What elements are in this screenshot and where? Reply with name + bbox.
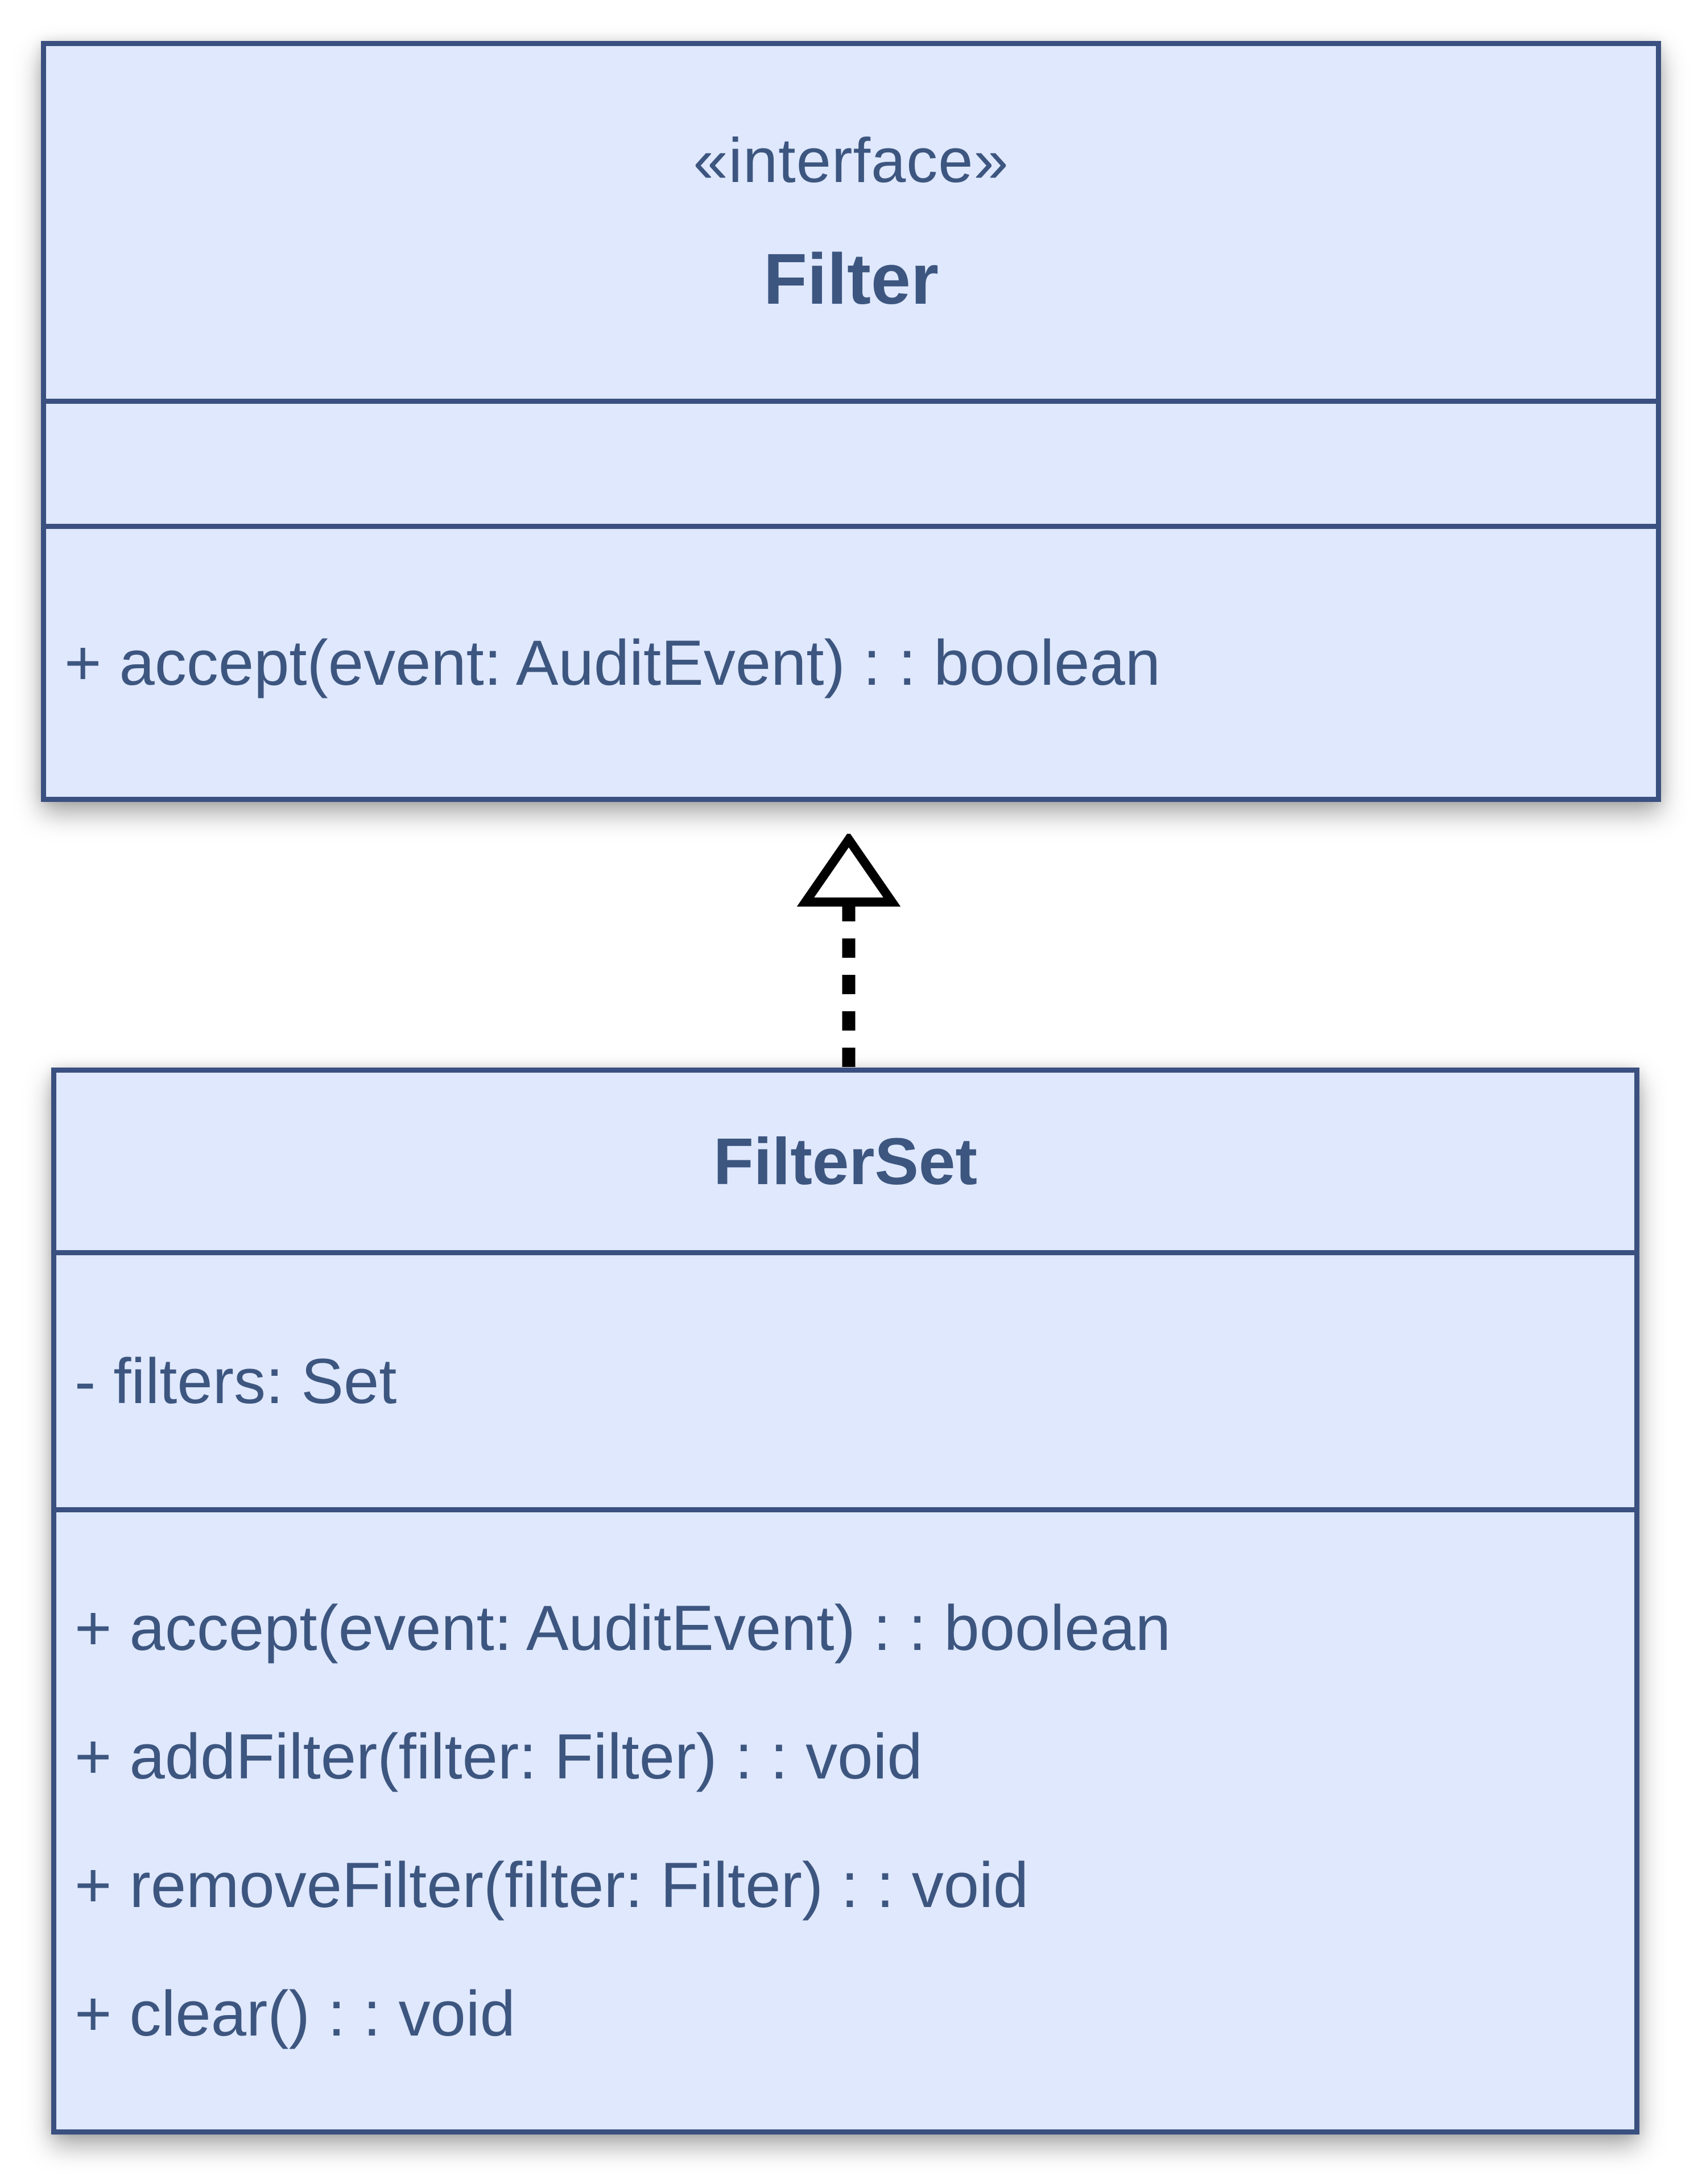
- filterset-method-addfilter: + addFilter(filter: Filter) : : void: [75, 1720, 923, 1792]
- filterset-title-compartment: FilterSet: [56, 1073, 1634, 1250]
- filter-attributes-compartment-empty: [46, 399, 1656, 524]
- filterset-attribute-filters: - filters: Set: [75, 1345, 397, 1417]
- realization-arrow: [796, 834, 901, 1069]
- filterset-method-removefilter: + removeFilter(filter: Filter) : : void: [75, 1849, 1029, 1921]
- filter-class-name: Filter: [763, 239, 939, 319]
- filterset-method-clear: + clear() : : void: [75, 1978, 515, 2049]
- filter-stereotype-label: «interface»: [693, 126, 1009, 196]
- filter-methods-compartment: + accept(event: AuditEvent) : : boolean: [46, 524, 1656, 797]
- filterset-class-name: FilterSet: [713, 1124, 978, 1198]
- class-box-filter: «interface» Filter + accept(event: Audit…: [41, 41, 1661, 802]
- filterset-method-accept: + accept(event: AuditEvent) : : boolean: [75, 1592, 1171, 1664]
- hollow-triangle-arrowhead-icon: [796, 834, 901, 907]
- class-box-filterset: FilterSet - filters: Set + accept(event:…: [51, 1068, 1639, 2135]
- filter-title-compartment: «interface» Filter: [46, 46, 1656, 399]
- filter-method-accept: + accept(event: AuditEvent) : : boolean: [64, 627, 1161, 698]
- filterset-methods-compartment: + accept(event: AuditEvent) : : boolean …: [56, 1507, 1634, 2129]
- filterset-attributes-compartment: - filters: Set: [56, 1250, 1634, 1507]
